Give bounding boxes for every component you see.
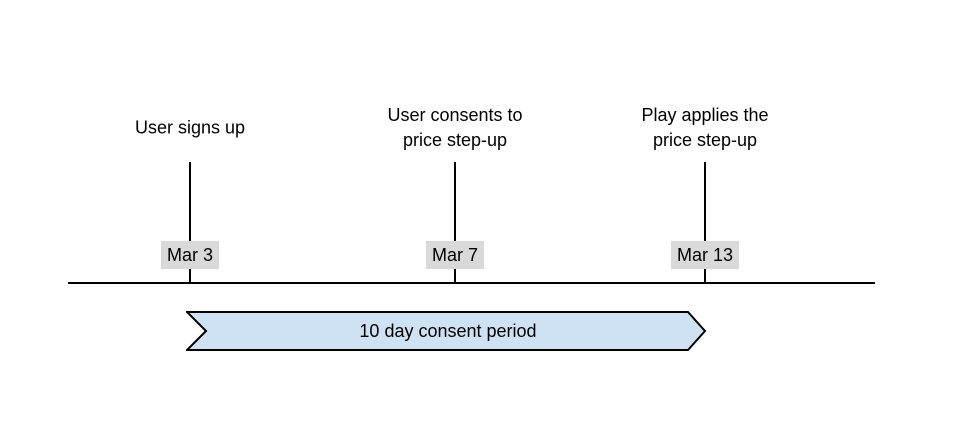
banner-chevron-shape <box>186 311 707 351</box>
event-label: User signs up <box>134 117 246 138</box>
event-label: User consents to price step-up <box>387 105 523 150</box>
event-tick <box>189 162 191 284</box>
timeline-axis <box>68 282 875 284</box>
event-label: Play applies the price step-up <box>641 105 769 150</box>
event-tick <box>704 162 706 284</box>
consent-period-banner: 10 day consent period <box>186 311 707 351</box>
event-date-badge: Mar 7 <box>425 241 485 269</box>
event-date-badge: Mar 3 <box>160 241 220 269</box>
banner-label: 10 day consent period <box>359 321 536 341</box>
event-date-badge: Mar 13 <box>670 241 740 269</box>
event-tick <box>454 162 456 284</box>
